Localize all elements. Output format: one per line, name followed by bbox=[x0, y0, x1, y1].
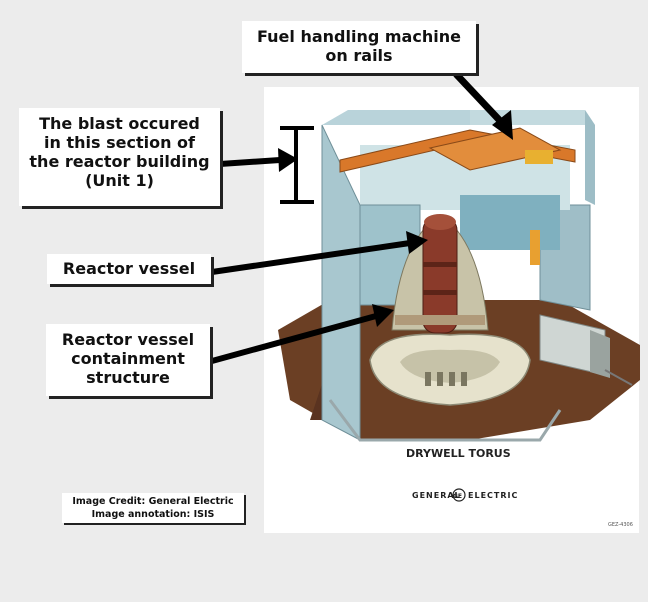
pump bbox=[530, 230, 540, 265]
blast-section-bracket bbox=[280, 126, 314, 204]
arrow-fuel-head bbox=[492, 110, 513, 140]
label-line: Fuel handling machine bbox=[257, 27, 461, 46]
label-line: the reactor building bbox=[29, 152, 210, 171]
label-line: (Unit 1) bbox=[85, 171, 154, 190]
vessel-top bbox=[424, 214, 456, 230]
foundation bbox=[328, 399, 562, 442]
label-line: Reactor vessel bbox=[61, 330, 195, 349]
arrow-vessel-line bbox=[211, 240, 411, 275]
arrow-blast-head bbox=[278, 148, 298, 172]
pipe bbox=[395, 315, 485, 325]
credit-line: Image annotation: ISIS bbox=[91, 509, 215, 520]
torus-caption: DRYWELL TORUS bbox=[406, 447, 511, 460]
label-line: Reactor vessel bbox=[62, 259, 196, 278]
annotation-arrows bbox=[211, 71, 513, 364]
torus-vents bbox=[425, 372, 467, 386]
crane-trolley bbox=[525, 150, 553, 164]
pool-area bbox=[460, 195, 560, 250]
label-blast-section: The blast occured in this section of the… bbox=[19, 108, 220, 206]
label-line: structure bbox=[86, 368, 170, 387]
ge-logo-text: GE bbox=[453, 493, 462, 500]
arrow-vessel-head bbox=[406, 231, 428, 254]
tunnel-end bbox=[590, 330, 610, 378]
label-fuel-handling-machine: Fuel handling machine on rails bbox=[242, 21, 476, 73]
arrow-blast-line bbox=[219, 157, 281, 167]
label-line: on rails bbox=[325, 46, 393, 65]
arrow-contain-head bbox=[372, 304, 394, 327]
vessel-ring bbox=[423, 262, 457, 267]
brand-electric: ELECTRIC bbox=[468, 491, 518, 500]
figure-code: GEZ-4306 bbox=[608, 522, 633, 528]
label-line: in this section of bbox=[44, 133, 195, 152]
credit-line: Image Credit: General Electric bbox=[72, 496, 234, 507]
tunnel-pipe bbox=[604, 369, 633, 386]
building-right-wall bbox=[585, 110, 595, 205]
building-top-left bbox=[322, 110, 470, 125]
vessel-ring bbox=[423, 290, 457, 295]
image-credit: Image Credit: General Electric Image ann… bbox=[62, 493, 244, 523]
crane-girder bbox=[428, 127, 562, 171]
brand-general: GENERAL bbox=[412, 491, 461, 500]
arrow-contain-line bbox=[211, 313, 377, 364]
label-line: containment bbox=[71, 349, 185, 368]
arrow-fuel-line bbox=[453, 71, 507, 128]
label-reactor-vessel: Reactor vessel bbox=[47, 254, 211, 284]
ge-logo-icon bbox=[452, 488, 466, 502]
label-containment-structure: Reactor vessel containment structure bbox=[46, 324, 210, 396]
label-line: The blast occured bbox=[39, 114, 200, 133]
